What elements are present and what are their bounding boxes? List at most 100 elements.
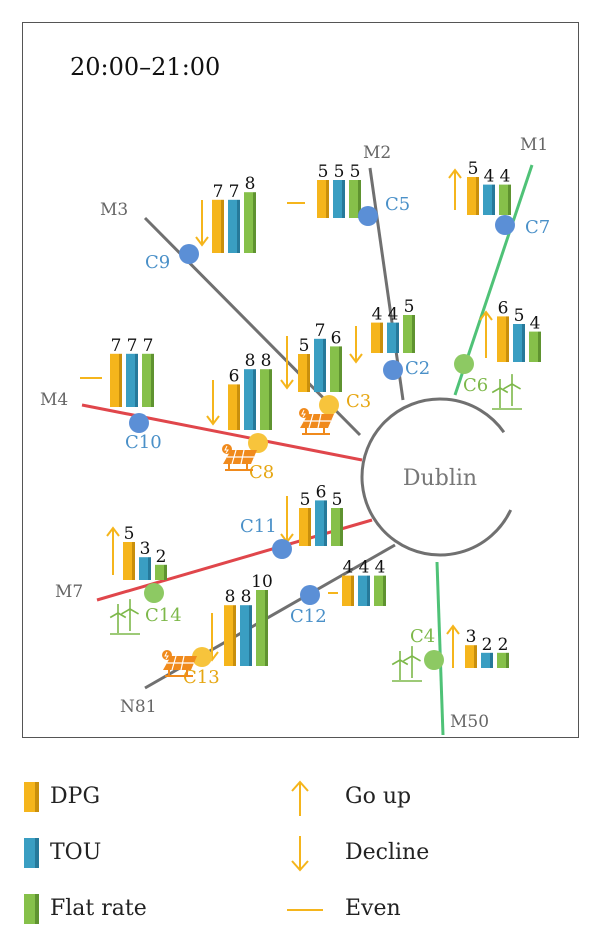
solar-panel-icon — [222, 444, 257, 471]
station-dot — [179, 244, 199, 264]
tou-bar-value: 8 — [241, 587, 252, 607]
dpg-bar-value: 3 — [466, 627, 477, 647]
legend-dpg-label: DPG — [50, 784, 101, 809]
station-label: C11 — [240, 516, 277, 537]
station-dot — [272, 539, 292, 559]
dpg-bar — [228, 384, 240, 430]
station-dot — [358, 206, 378, 226]
flat-bar-value: 5 — [332, 490, 343, 510]
dpg-bar-value: 5 — [468, 159, 479, 179]
legend-tou-swatch — [24, 838, 39, 868]
legend: DPG TOU Flat rate Go up Decline Even — [0, 760, 600, 950]
legend-up-label: Go up — [345, 784, 412, 809]
flat-bar — [155, 564, 167, 580]
station-dot — [495, 215, 515, 235]
road-m4 — [81, 403, 363, 462]
wind-turbine-icon — [109, 599, 140, 635]
station-label: C2 — [405, 358, 430, 379]
tou-bar-value: 2 — [482, 635, 493, 655]
tou-bar-value: 3 — [140, 539, 151, 559]
dpg-bar — [110, 353, 122, 407]
flat-bar-value: 8 — [261, 351, 272, 371]
flat-bar — [244, 192, 256, 253]
dpg-bar-value: 6 — [498, 298, 509, 318]
station-label: C6 — [463, 375, 488, 396]
dpg-bar-value: 5 — [300, 490, 311, 510]
flat-bar — [499, 184, 511, 215]
even-dash-icon — [287, 909, 323, 911]
tou-bar-value: 6 — [316, 482, 327, 502]
dpg-bar — [342, 575, 354, 606]
dpg-bar — [224, 605, 236, 666]
station-label: C13 — [183, 667, 220, 688]
station-dot — [454, 354, 474, 374]
flat-bar — [256, 590, 268, 666]
dpg-bar-value: 7 — [213, 182, 224, 202]
down-arrow-icon — [291, 836, 309, 872]
road-label-m2: M2 — [363, 143, 391, 163]
road-label-m3: M3 — [100, 200, 128, 220]
road-label-m50: M50 — [450, 712, 489, 732]
tou-bar-value: 4 — [484, 167, 495, 187]
tou-bar — [240, 605, 252, 666]
tou-bar — [139, 557, 151, 580]
flat-bar-value: 7 — [143, 336, 154, 356]
station-label: C10 — [125, 432, 162, 453]
flat-bar-value: 2 — [156, 547, 167, 567]
station-dot — [383, 360, 403, 380]
flat-bar — [497, 652, 509, 668]
dpg-bar — [371, 322, 383, 353]
road-label-m7: M7 — [55, 582, 83, 602]
dublin-label: Dublin — [403, 466, 477, 491]
up-arrow-icon — [106, 526, 120, 575]
flat-bar — [529, 331, 541, 362]
station-dot — [248, 433, 268, 453]
dpg-bar-value: 5 — [318, 162, 329, 182]
dpg-bar-value: 5 — [299, 336, 310, 356]
flat-bar — [260, 369, 272, 430]
tou-bar — [244, 369, 256, 430]
road-label-n81: N81 — [120, 697, 157, 717]
tou-bar — [483, 184, 495, 215]
flat-bar-value: 5 — [404, 297, 415, 317]
flat-bar-value: 6 — [331, 328, 342, 348]
station-label: C8 — [249, 462, 274, 483]
dpg-bar-value: 5 — [124, 524, 135, 544]
flat-bar — [142, 353, 154, 407]
tou-bar — [333, 180, 345, 218]
legend-tou-label: TOU — [50, 840, 102, 865]
dpg-bar — [123, 542, 135, 580]
station-dot — [192, 647, 212, 667]
flat-bar-value: 5 — [350, 162, 361, 182]
dpg-bar — [298, 354, 310, 392]
road-label-m4: M4 — [40, 390, 68, 410]
flat-bar — [330, 346, 342, 392]
down-arrow-icon — [280, 496, 294, 544]
flat-bar-value: 4 — [530, 314, 541, 334]
flat-bar-value: 2 — [498, 635, 509, 655]
flat-bar-value: 4 — [375, 558, 386, 578]
down-arrow-icon — [280, 336, 294, 390]
station-dot — [319, 395, 339, 415]
road-label-m1: M1 — [520, 135, 548, 155]
tou-bar-value: 7 — [127, 336, 138, 356]
dpg-bar-value: 7 — [111, 336, 122, 356]
tou-bar — [513, 324, 525, 362]
dublin-hub-fill — [363, 400, 517, 554]
flat-bar-value: 4 — [500, 167, 511, 187]
time-range-label: 20:00–21:00 — [70, 53, 220, 81]
legend-flat-label: Flat rate — [50, 896, 147, 921]
dpg-bar — [467, 177, 479, 215]
dpg-bar — [317, 180, 329, 218]
legend-even-label: Even — [345, 896, 401, 921]
station-dot — [424, 650, 444, 670]
tou-bar — [314, 338, 326, 392]
